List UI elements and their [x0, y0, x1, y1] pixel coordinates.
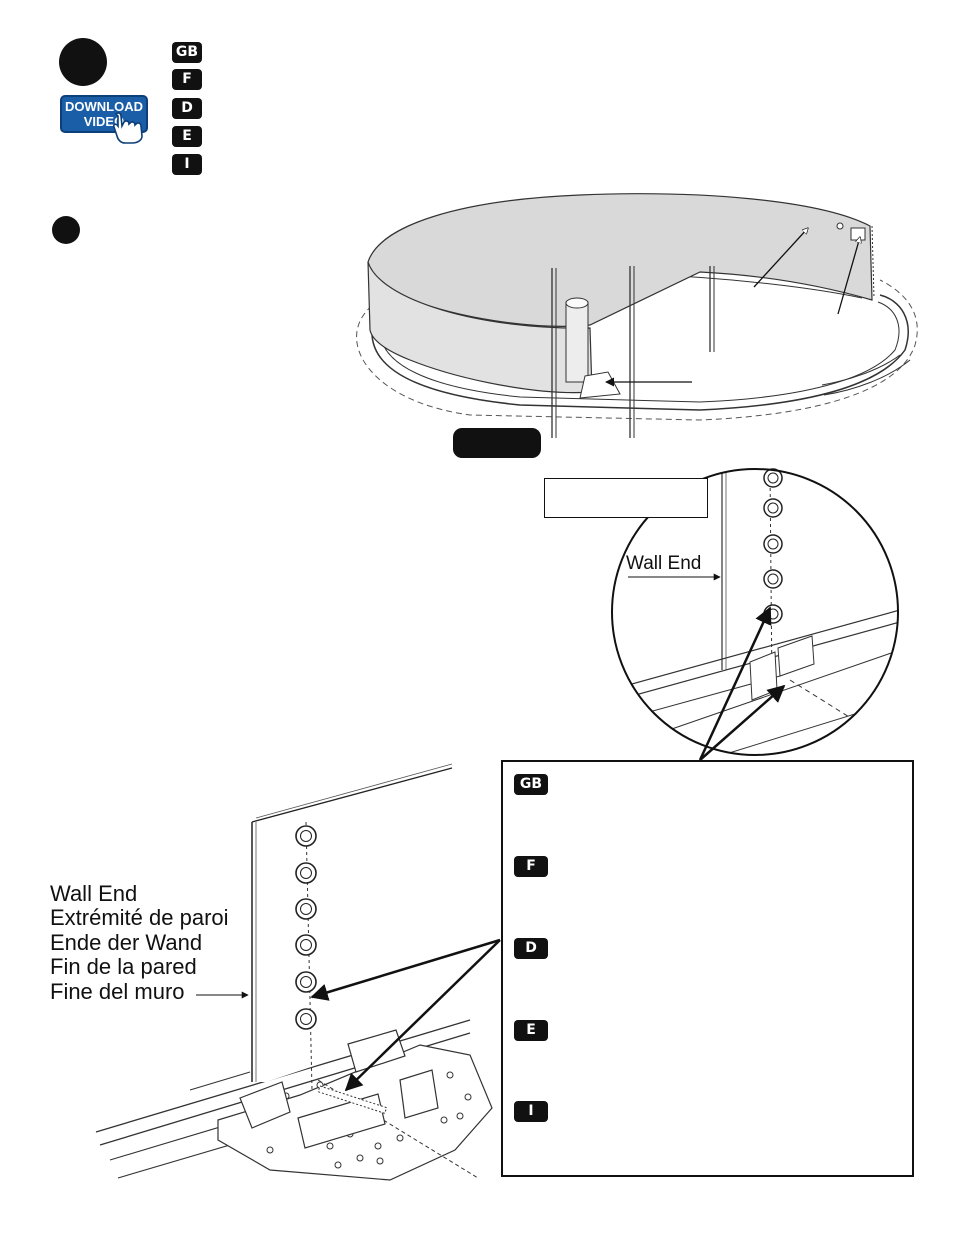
instructions-badge-f: F	[514, 856, 548, 877]
sub-step-marker	[52, 216, 80, 244]
wall-end-labels: Wall End Extrémité de paroi Ende der Wan…	[50, 881, 229, 1004]
instructions-badge-d: D	[514, 938, 548, 959]
wall-end-label-f: Extrémité de paroi	[50, 905, 229, 931]
instructions-badge-gb: GB	[514, 774, 548, 795]
step-number-marker	[59, 38, 107, 86]
language-badge-d: D	[172, 98, 202, 119]
language-badge-e: E	[172, 126, 202, 147]
wall-end-label-detail: Wall End	[626, 553, 702, 574]
instructions-badge-e: E	[514, 1020, 548, 1041]
callout-pill	[453, 428, 541, 458]
wall-end-label-i: Fine del muro	[50, 978, 185, 1004]
instructions-badge-i: I	[514, 1101, 548, 1122]
wall-end-label-e: Fin de la pared	[50, 954, 197, 980]
language-badge-f: F	[172, 69, 202, 90]
wall-end-label-gb: Wall End	[50, 881, 138, 906]
instructions-box: GB F D E I	[501, 760, 914, 1177]
language-badge-i: I	[172, 154, 202, 175]
wall-end-detail-illustration	[95, 763, 493, 1181]
pool-wall-overview	[356, 193, 918, 438]
language-badge-gb: GB	[172, 42, 202, 63]
download-video-line1: DOWNLOAD	[65, 99, 143, 114]
detail-label-box	[544, 478, 708, 518]
wall-end-label-d: Ende der Wand	[50, 929, 203, 955]
hand-pointer-icon	[113, 112, 143, 144]
